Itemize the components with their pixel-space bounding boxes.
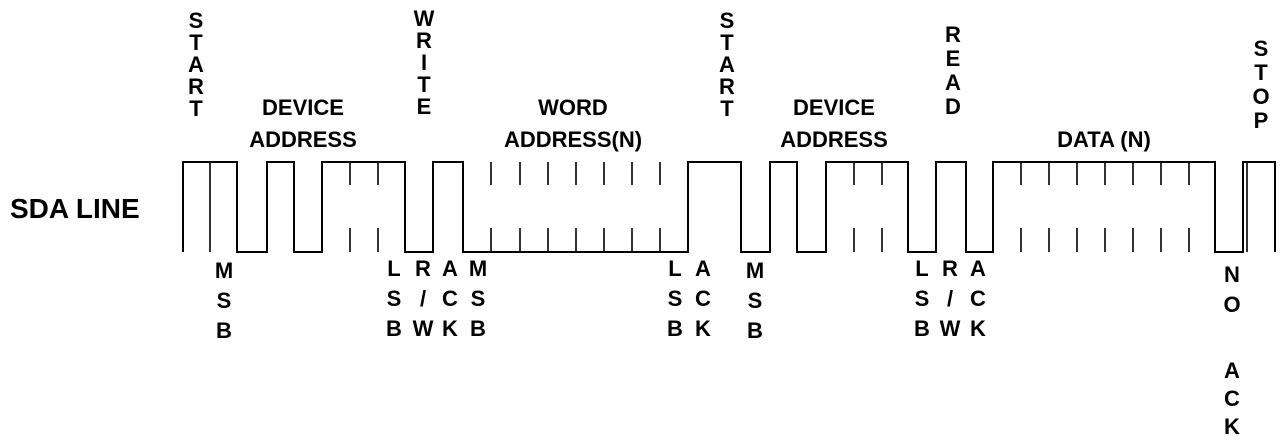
sda-line-label: SDA LINE (10, 193, 140, 224)
rw-label-1: R/W (413, 256, 434, 341)
rw-label-2: R/W (940, 256, 961, 341)
device-address-2-line2: ADDRESS (780, 127, 888, 152)
data-label: DATA (N) (1057, 127, 1151, 152)
device-address-1-bits (349, 162, 379, 252)
device-address-2-line1: DEVICE (793, 95, 875, 120)
sda-waveform (182, 161, 1276, 253)
device-address-1-line1: DEVICE (262, 95, 344, 120)
word-address-line1: WORD (538, 95, 608, 120)
device-address-2-bits (853, 162, 883, 252)
device-address-1-line2: ADDRESS (249, 127, 357, 152)
word-address-line2: ADDRESS(N) (504, 127, 642, 152)
word-address-bits (490, 162, 661, 252)
data-bits (1020, 162, 1190, 252)
